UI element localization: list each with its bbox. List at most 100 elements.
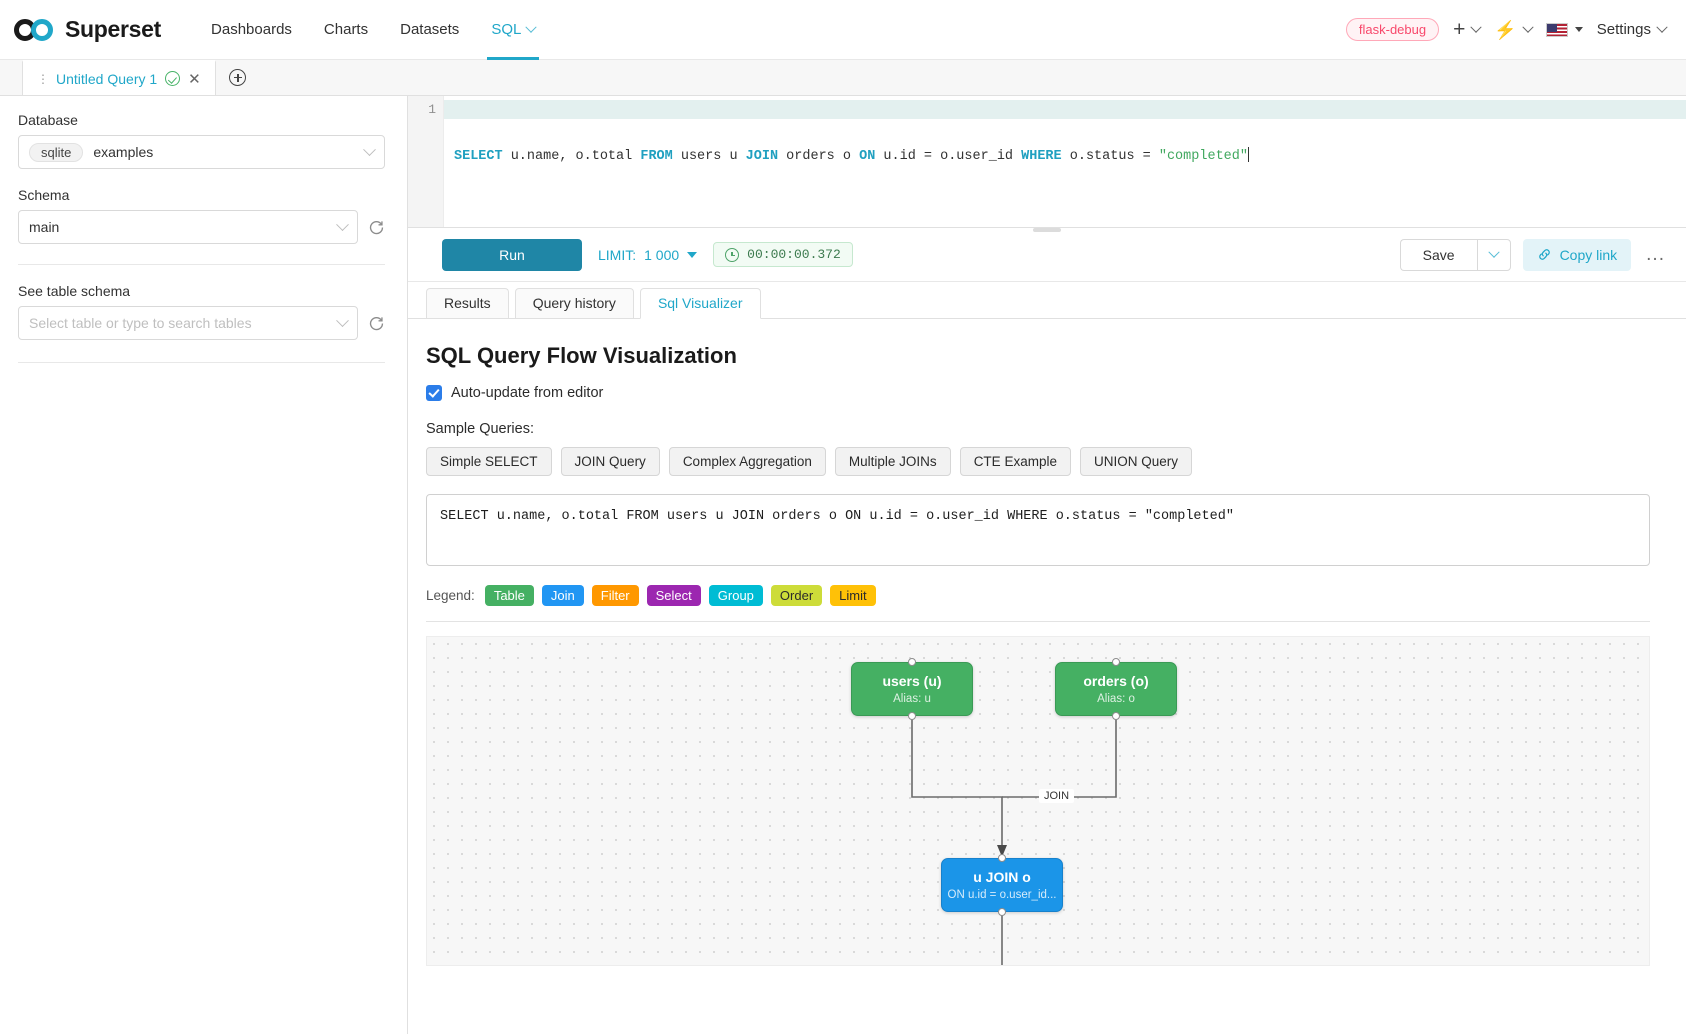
node-handle-bottom[interactable] [1112, 712, 1120, 720]
tab-sql-visualizer[interactable]: Sql Visualizer [639, 288, 761, 319]
tab-query-history[interactable]: Query history [514, 288, 634, 318]
sql-token: orders o [778, 149, 860, 164]
limit-dropdown[interactable]: LIMIT: 1 000 [598, 246, 698, 263]
active-line-highlight [444, 100, 1686, 119]
legend-separator [426, 621, 1650, 622]
infinity-logo-icon [14, 17, 56, 43]
sample-queries-label: Sample Queries: [426, 421, 534, 437]
body-split: Database sqlite examples Schema main See… [0, 96, 1686, 1034]
sql-token: "completed" [1158, 149, 1248, 164]
node-subtitle: Alias: u [893, 693, 931, 705]
toolbar-right: Save Copy link ... [1399, 238, 1668, 271]
language-selector[interactable] [1545, 22, 1583, 37]
limit-label: LIMIT: [598, 246, 637, 263]
save-button-group: Save [1399, 238, 1511, 271]
chevron-down-icon [363, 142, 376, 156]
limit-value: 1 000 [644, 246, 680, 263]
editor-toolbar: Run LIMIT: 1 000 00:00:00.372 Save [408, 228, 1686, 282]
database-engine-pill: sqlite [29, 142, 84, 162]
flag-icon [1545, 22, 1568, 37]
legend-badge-select: Select [646, 585, 701, 606]
flow-node-orders[interactable]: orders (o) Alias: o [1055, 658, 1177, 720]
node-title: u JOIN o [973, 869, 1031, 885]
new-menu-button[interactable]: + [1453, 19, 1483, 40]
query-input-textarea[interactable] [426, 494, 1650, 566]
sample-query-button-1[interactable]: JOIN Query [560, 447, 660, 476]
database-select[interactable]: sqlite examples [18, 135, 385, 169]
editor-code-area[interactable]: SELECT u.name, o.total FROM users u JOIN… [444, 96, 1686, 227]
panel-divider [18, 264, 385, 265]
table-select[interactable]: Select table or type to search tables [18, 306, 358, 340]
save-button[interactable]: Save [1399, 238, 1477, 271]
chevron-down-icon [336, 217, 349, 231]
text-cursor [1247, 147, 1249, 162]
auto-update-row: Auto-update from editor [426, 385, 1650, 401]
copy-link-label: Copy link [1559, 246, 1618, 263]
node-handle-bottom[interactable] [998, 908, 1006, 916]
tab-results[interactable]: Results [426, 288, 509, 318]
refresh-schema-icon[interactable] [368, 219, 385, 236]
node-subtitle: Alias: o [1097, 693, 1135, 705]
sample-query-button-4[interactable]: CTE Example [959, 447, 1071, 476]
save-dropdown-button[interactable] [1476, 238, 1511, 271]
superset-logo[interactable]: Superset [14, 16, 161, 43]
chevron-down-icon [1656, 21, 1668, 33]
sql-token: u.name, o.total [502, 149, 641, 164]
right-editor-panel: 1 SELECT u.name, o.total FROM users u JO… [408, 96, 1686, 1034]
drag-handle-icon[interactable]: ⋮ [37, 71, 49, 86]
nav-item-datasets[interactable]: Datasets [384, 0, 475, 60]
editor-line-number: 1 [428, 102, 436, 117]
close-icon[interactable]: ✕ [188, 70, 201, 88]
editor-sql-text: SELECT u.name, o.total FROM users u JOIN… [454, 147, 1686, 164]
copy-link-button[interactable]: Copy link [1522, 238, 1632, 271]
node-handle-top[interactable] [908, 658, 916, 666]
top-navbar: Superset Dashboards Charts Datasets SQL … [0, 0, 1686, 60]
legend-badge-order: Order [770, 585, 823, 606]
sql-token: users u [672, 149, 746, 164]
query-tab-untitled-query-1[interactable]: ⋮ Untitled Query 1 ✕ [22, 60, 216, 95]
sample-query-button-5[interactable]: UNION Query [1079, 447, 1192, 476]
chevron-down-icon [1487, 246, 1500, 258]
node-handle-top[interactable] [998, 854, 1006, 862]
node-handle-bottom[interactable] [908, 712, 916, 720]
legend-badge-limit: Limit [830, 585, 876, 606]
schema-select[interactable]: main [18, 210, 358, 244]
link-icon [1538, 249, 1550, 260]
editor-gutter: 1 [408, 96, 444, 227]
node-handle-top[interactable] [1112, 658, 1120, 666]
auto-update-checkbox[interactable] [426, 385, 442, 401]
run-button[interactable]: Run [442, 238, 582, 271]
navbar-right: flask-debug + ⚡ Settings [1345, 18, 1668, 41]
sql-editor[interactable]: 1 SELECT u.name, o.total FROM users u JO… [408, 96, 1686, 232]
editor-resize-handle[interactable] [1033, 228, 1061, 232]
nav-item-dashboards[interactable]: Dashboards [195, 0, 308, 60]
see-table-schema-label: See table schema [18, 283, 131, 299]
table-select-placeholder: Select table or type to search tables [29, 315, 252, 331]
node-title: orders (o) [1083, 673, 1149, 689]
nav-item-charts[interactable]: Charts [308, 0, 384, 60]
query-timer-badge: 00:00:00.372 [713, 242, 853, 267]
flow-node-users[interactable]: users (u)Alias: u [851, 658, 973, 720]
nav-item-sql[interactable]: SQL [475, 0, 551, 60]
nav-item-charts-label: Charts [323, 21, 369, 38]
visualizer-panel: SQL Query Flow Visualization Auto-update… [408, 319, 1686, 1034]
refresh-tables-icon[interactable] [368, 315, 385, 332]
chevron-down-icon [1470, 21, 1483, 33]
database-label: Database [18, 112, 78, 128]
legend-badge-table: Table [484, 585, 534, 606]
settings-menu[interactable]: Settings [1597, 21, 1668, 38]
sample-query-button-0[interactable]: Simple SELECT [426, 447, 552, 476]
bolt-menu-button[interactable]: ⚡ [1494, 21, 1534, 39]
add-query-tab-button[interactable] [216, 60, 260, 95]
sql-token: FROM [640, 149, 673, 164]
database-row: sqlite examples [18, 135, 385, 169]
sql-token: WHERE [1021, 149, 1062, 164]
sample-query-button-3[interactable]: Multiple JOINs [834, 447, 951, 476]
sql-token: o.status = [1061, 149, 1159, 164]
more-options-icon[interactable]: ... [1646, 243, 1665, 265]
sample-query-button-2[interactable]: Complex Aggregation [668, 447, 826, 476]
schema-label: Schema [18, 187, 70, 203]
